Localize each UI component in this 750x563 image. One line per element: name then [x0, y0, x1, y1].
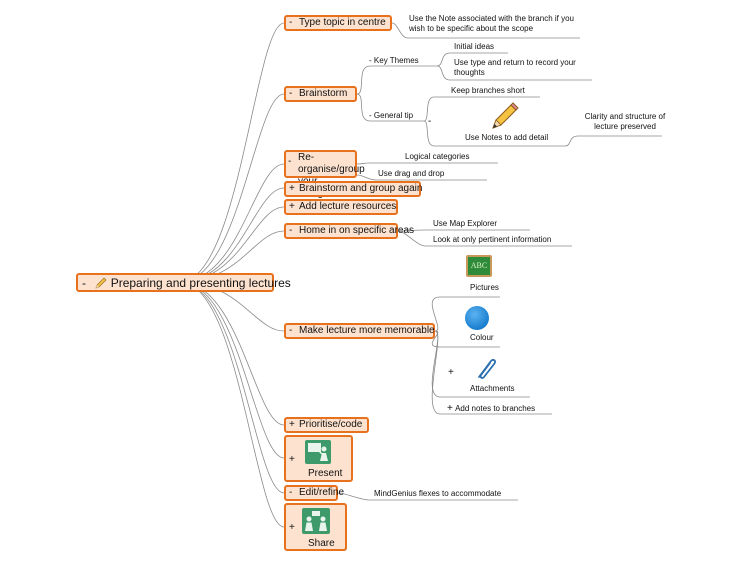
branch-label: Home in on specific areas: [299, 225, 415, 236]
branch-label: Brainstorm: [299, 88, 348, 99]
branch-home-in[interactable]: -Home in on specific areas: [284, 223, 414, 239]
subtopic-general-tip[interactable]: - General tip: [369, 111, 413, 121]
pencil-icon: [492, 102, 519, 129]
expand-toggle[interactable]: +: [289, 419, 295, 430]
leaf-pertinent-info[interactable]: Look at only pertinent information: [433, 235, 552, 244]
root-label: Preparing and presenting lectures: [110, 276, 291, 290]
collapse-toggle[interactable]: -: [369, 111, 372, 120]
leaf-mindgenius[interactable]: MindGenius flexes to accommodate: [374, 489, 502, 498]
branch-label: Edit/refine: [299, 487, 345, 498]
expand-toggle[interactable]: +: [289, 201, 295, 212]
collapse-toggle[interactable]: -: [289, 487, 293, 498]
abc-icon-text: ABC: [470, 261, 488, 270]
leaf-clarity[interactable]: Clarity and structure of lecture preserv…: [584, 112, 666, 131]
expand-toggle[interactable]: +: [289, 454, 295, 465]
presenter-icon: [305, 440, 331, 464]
branch-label: Prioritise/code: [299, 419, 363, 430]
note-type-topic: Use the Note associated with the branch …: [409, 14, 574, 33]
collapse-toggle[interactable]: -: [369, 56, 372, 65]
subtopic-key-themes[interactable]: - Key Themes: [369, 56, 419, 66]
collapse-toggle[interactable]: -: [289, 225, 293, 236]
share-people-icon: [302, 508, 330, 534]
collapse-toggle[interactable]: -: [82, 276, 86, 290]
branch-edit[interactable]: -Edit/refine: [284, 485, 344, 501]
branch-type-topic[interactable]: -Type topic in centre: [284, 15, 392, 31]
subtopic-label: Key Themes: [373, 56, 419, 65]
paperclip-icon: [478, 359, 496, 379]
expand-toggle[interactable]: +: [447, 403, 453, 414]
leaf-keep-short[interactable]: Keep branches short: [451, 86, 525, 95]
branch-add-resources[interactable]: + Add lecture resources: [284, 199, 398, 215]
branch-label: Brainstorm and group again: [299, 183, 423, 194]
leaf-attachments[interactable]: Attachments: [470, 384, 515, 393]
collapse-toggle[interactable]: -: [289, 17, 293, 28]
branch-brainstorm[interactable]: -Brainstorm: [284, 86, 357, 102]
branch-memorable[interactable]: -Make lecture more memorable: [284, 323, 435, 339]
pencil-icon: [95, 277, 107, 289]
root-topic[interactable]: - Preparing and presenting lectures: [76, 273, 291, 292]
leaf-label: Add notes to branches: [455, 404, 536, 413]
branch-label: Make lecture more memorable: [299, 325, 435, 336]
leaf-add-notes[interactable]: + Add notes to branches: [447, 404, 535, 414]
leaf-initial-ideas[interactable]: Initial ideas: [454, 42, 495, 51]
branch-label: Type topic in centre: [299, 17, 386, 28]
collapse-toggle[interactable]: -: [428, 116, 432, 127]
collapse-toggle[interactable]: -: [289, 325, 293, 336]
branch-label: Add lecture resources: [299, 201, 397, 212]
expand-toggle[interactable]: +: [289, 522, 295, 533]
leaf-use-type[interactable]: Use type and return to record your thoug…: [454, 58, 576, 77]
branch-brainstorm-again[interactable]: + Brainstorm and group again: [284, 181, 423, 197]
blue-circle-icon: [465, 306, 489, 330]
collapse-toggle[interactable]: -: [288, 156, 292, 167]
abc-chalkboard-icon: ABC: [466, 255, 492, 277]
collapse-toggle[interactable]: -: [289, 88, 293, 99]
expand-toggle[interactable]: +: [448, 367, 454, 378]
leaf-map-explorer[interactable]: Use Map Explorer: [433, 219, 498, 228]
branch-label: Present: [308, 468, 343, 479]
leaf-notes-detail[interactable]: Use Notes to add detail: [465, 133, 549, 142]
branch-reorganise[interactable]: -Re-organise/group your thoughts: [284, 150, 365, 199]
leaf-colour[interactable]: Colour: [470, 333, 494, 342]
expand-toggle[interactable]: +: [289, 183, 295, 194]
branch-share[interactable]: + Share: [284, 503, 347, 551]
leaf-drag-drop[interactable]: Use drag and drop: [378, 169, 445, 178]
branch-present[interactable]: + Present: [284, 435, 353, 482]
branch-prioritise[interactable]: + Prioritise/code: [284, 417, 369, 433]
branch-label: Share: [308, 538, 335, 549]
subtopic-label: General tip: [373, 111, 414, 120]
leaf-logical-categories[interactable]: Logical categories: [405, 152, 470, 161]
leaf-pictures[interactable]: Pictures: [470, 283, 499, 292]
